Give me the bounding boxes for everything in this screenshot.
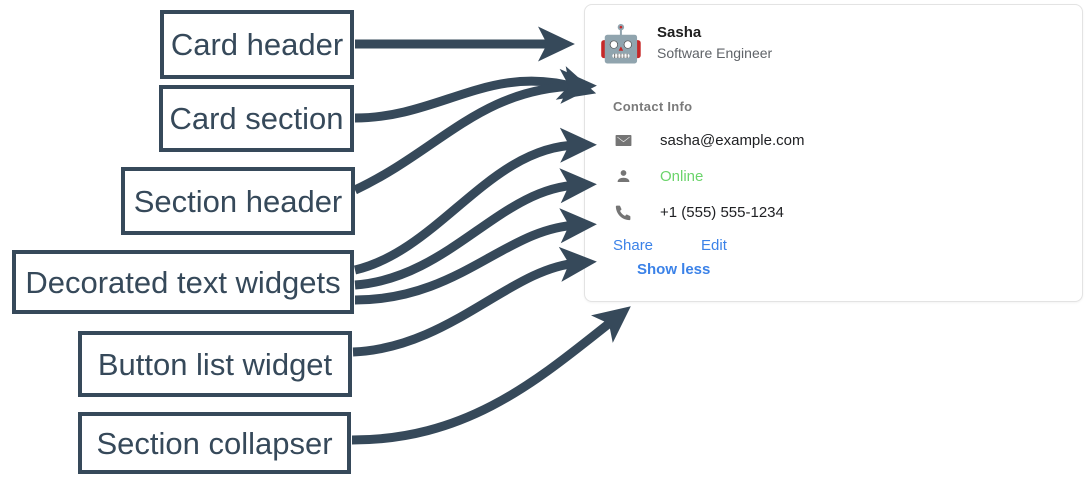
- callout-section-collapser-label: Section collapser: [96, 425, 333, 461]
- person-icon: [613, 166, 633, 186]
- arrow-section-header: [353, 68, 597, 195]
- arrow-section-collapser: [351, 306, 631, 445]
- email-value: sasha@example.com: [660, 131, 805, 149]
- status-value: Online: [660, 167, 704, 185]
- decorated-text-widget-phone: +1 (555) 555-1234: [613, 202, 1068, 222]
- section-header: Contact Info: [613, 99, 693, 114]
- arrow-decorated-status: [354, 168, 597, 290]
- callout-section-header-label: Section header: [133, 183, 343, 219]
- callout-card-section-label: Card section: [169, 101, 344, 136]
- show-less-button[interactable]: Show less: [637, 261, 711, 278]
- card-header-subtitle: Software Engineer: [657, 45, 773, 62]
- arrow-decorated-email: [353, 127, 597, 275]
- phone-value: +1 (555) 555-1234: [660, 203, 784, 221]
- callout-section-header: Section header: [121, 167, 355, 235]
- email-icon: [613, 130, 633, 150]
- share-button[interactable]: Share: [613, 237, 654, 254]
- card-header: 🤖 Sasha Software Engineer: [585, 5, 1082, 83]
- callout-card-header: Card header: [160, 10, 354, 79]
- profile-card: 🤖 Sasha Software Engineer Contact Info s…: [584, 4, 1083, 302]
- card-section: Contact Info sasha@example.com Online: [585, 83, 1082, 301]
- callout-card-header-label: Card header: [170, 27, 344, 62]
- decorated-text-widget-status: Online: [613, 166, 1068, 186]
- callout-section-collapser: Section collapser: [78, 412, 351, 474]
- robot-icon: 🤖: [598, 23, 644, 64]
- card-header-title: Sasha: [657, 24, 702, 42]
- section-collapser: Show less: [637, 261, 1068, 279]
- button-list-widget: Share Edit: [613, 238, 1068, 253]
- edit-button[interactable]: Edit: [701, 237, 727, 254]
- arrow-button-list: [352, 246, 597, 357]
- callout-button-list: Button list widget: [78, 331, 352, 397]
- callout-decorated-text: Decorated text widgets: [12, 250, 354, 314]
- callout-decorated-text-label: Decorated text widgets: [25, 264, 341, 300]
- phone-icon: [613, 202, 633, 222]
- callout-button-list-label: Button list widget: [97, 346, 333, 382]
- callout-card-section: Card section: [159, 85, 354, 152]
- arrow-card-section: [354, 66, 597, 123]
- card-header-text: Sasha Software Engineer: [657, 23, 772, 65]
- decorated-text-widget-email: sasha@example.com: [613, 130, 1068, 150]
- arrow-decorated-phone: [354, 208, 597, 305]
